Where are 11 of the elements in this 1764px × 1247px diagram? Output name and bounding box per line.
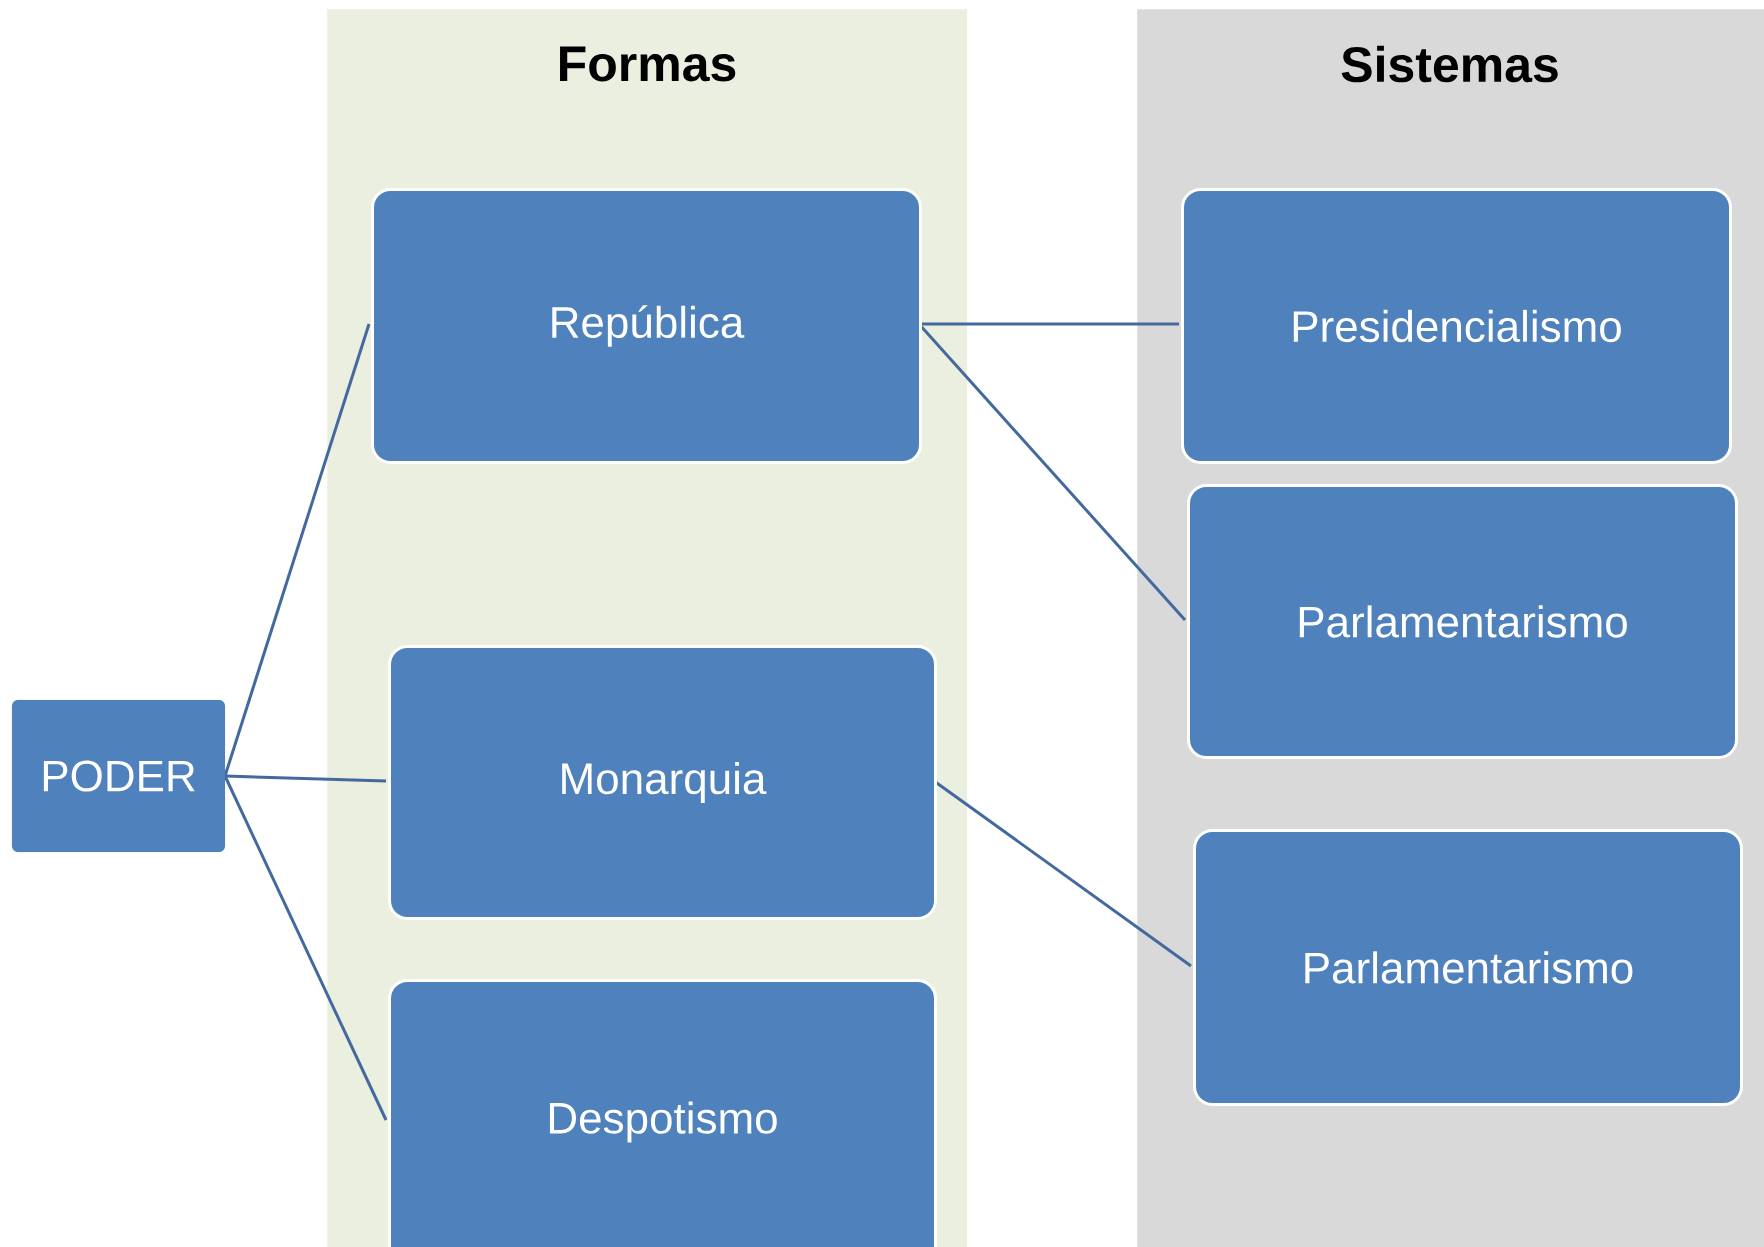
process-box: Presidencialismo xyxy=(1181,188,1732,464)
process-box: Despotismo xyxy=(388,979,937,1247)
process-box: PODER xyxy=(11,699,226,853)
connector-line xyxy=(223,323,371,777)
process-box: Monarquia xyxy=(388,645,937,920)
connector-line xyxy=(223,775,388,1121)
process-box: Parlamentarismo xyxy=(1187,484,1738,759)
process-box: Parlamentarismo xyxy=(1193,829,1743,1106)
connector-line xyxy=(919,322,1179,326)
connector-line xyxy=(224,774,387,783)
process-box: República xyxy=(371,188,922,464)
